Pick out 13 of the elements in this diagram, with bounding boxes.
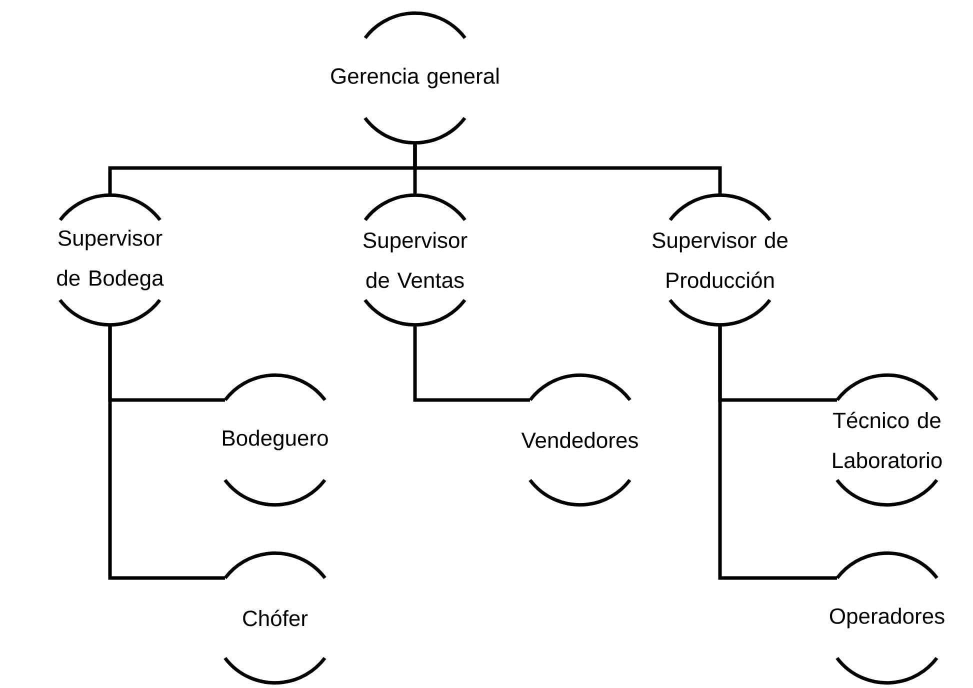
org-node: Supervisor de Producción — [652, 193, 788, 327]
connector-line — [718, 325, 837, 580]
org-node: Vendedores — [521, 373, 638, 507]
org-node: Operadores — [830, 551, 944, 685]
org-node: Técnico de Laboratorio — [833, 373, 942, 507]
connector-line — [413, 143, 722, 195]
org-node: Supervisor de Bodega — [57, 193, 164, 327]
org-node: Supervisor de Ventas — [363, 193, 468, 327]
connector-line — [413, 325, 530, 402]
org-node: Bodeguero — [222, 373, 328, 507]
org-node: Chófer — [224, 551, 326, 685]
org-node: Gerencia general — [331, 11, 498, 145]
connector-line — [108, 325, 225, 580]
